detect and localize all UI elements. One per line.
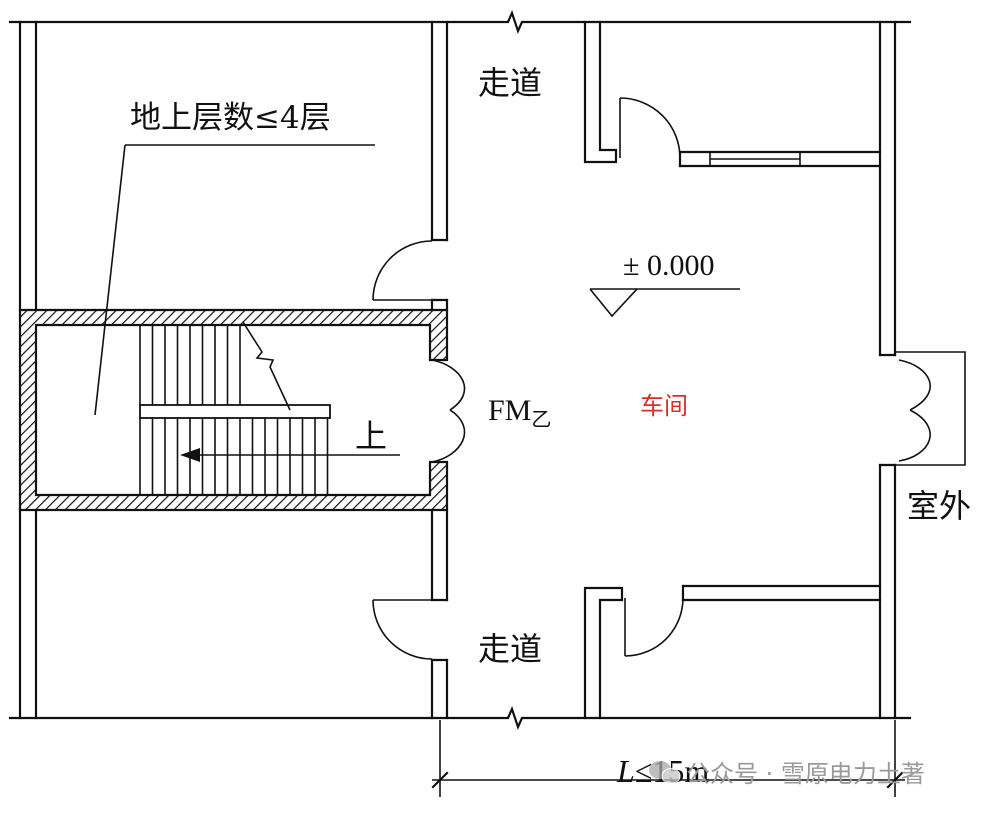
corridor-left-wall xyxy=(430,20,449,720)
left-exterior-wall xyxy=(18,20,38,720)
fire-door-fm xyxy=(431,359,466,463)
watermark-text: 公众号 · 雪原电力土著 xyxy=(686,760,925,788)
stairwell-wall xyxy=(18,308,449,512)
door-bottom-left xyxy=(372,599,433,660)
exit-double-door xyxy=(895,351,966,466)
elevation-marker xyxy=(589,288,740,318)
workshop-bottom-wall xyxy=(681,584,882,602)
corridor-right-wall-bottom xyxy=(583,586,624,720)
landing-rail xyxy=(139,404,331,419)
door-workshop-bottom xyxy=(624,597,684,657)
elevation-label: ± 0.000 xyxy=(623,249,714,282)
corridor-top-label: 走道 xyxy=(478,64,542,102)
workshop-top-wall xyxy=(678,150,882,168)
workshop-label: 车间 xyxy=(640,392,688,420)
stair-up-arrow-head xyxy=(180,448,200,462)
stair-break-line xyxy=(242,321,291,411)
floors-leader xyxy=(94,144,375,416)
fire-door-grade: 乙 xyxy=(531,407,551,431)
stair-up-label: 上 xyxy=(355,417,387,455)
outdoor-label: 室外 xyxy=(907,487,971,525)
staircase xyxy=(139,321,400,495)
dimension-symbol: L xyxy=(616,753,635,789)
right-exterior-wall xyxy=(878,20,897,720)
corridor-bottom-label: 走道 xyxy=(478,630,542,668)
door-workshop-top xyxy=(619,97,681,159)
fire-door-label: FM乙 xyxy=(488,394,551,431)
wechat-icon xyxy=(649,761,681,785)
door-top-left xyxy=(372,240,433,301)
top-break-line xyxy=(8,9,912,35)
corridor-right-wall-top xyxy=(583,20,618,164)
window xyxy=(709,152,801,166)
floors-label: 地上层数≤4层 xyxy=(130,100,331,136)
bottom-break-line xyxy=(8,705,912,731)
fire-door-code: FM xyxy=(488,394,531,427)
